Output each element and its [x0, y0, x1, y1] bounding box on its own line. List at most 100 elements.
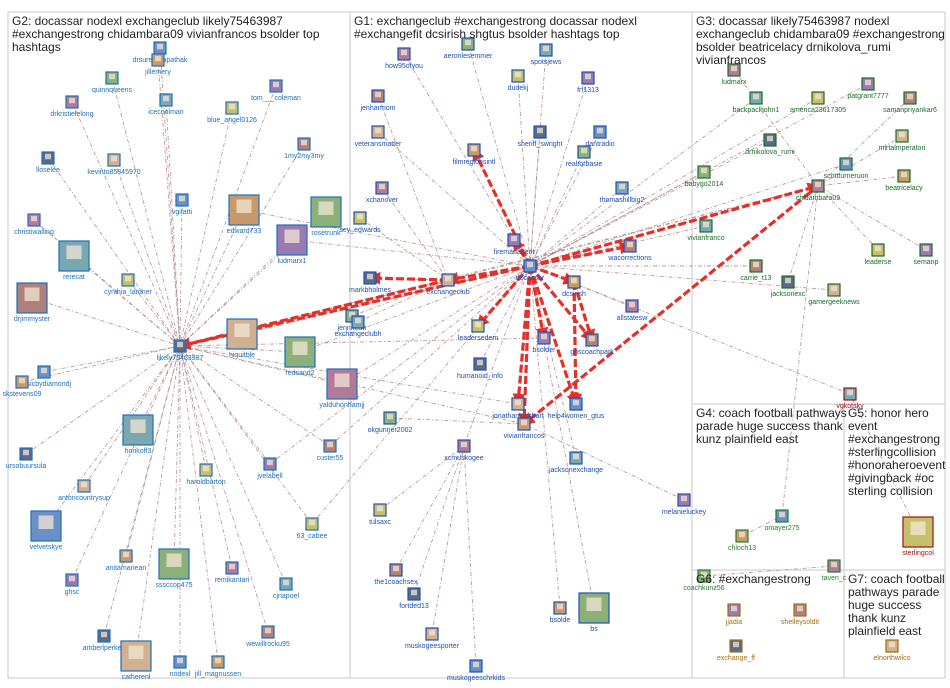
node-carrie-t13[interactable]: carrie_t13	[740, 259, 772, 282]
node-quinnqueens[interactable]: quinnqueens	[92, 71, 133, 94]
node-amberlperke1[interactable]: amberlperke1	[83, 629, 126, 652]
node-redsand2[interactable]: redsand2	[284, 336, 316, 377]
node-likely75463987[interactable]: likely75463987	[157, 339, 204, 362]
node-yalduhonhamjj[interactable]: yalduhonhamjj	[319, 368, 365, 409]
node-christiwalling[interactable]: christiwalling	[14, 213, 54, 236]
node-remikantari[interactable]: remikantari	[215, 561, 250, 584]
node-realtorbasie[interactable]: realtorbasie	[566, 145, 603, 168]
node-america23617305[interactable]: america23617305	[790, 91, 846, 114]
node-wewillrocku95[interactable]: wewillrocku95	[245, 625, 290, 648]
node-fortded13[interactable]: fortded13	[399, 587, 429, 610]
node-jacksonexc[interactable]: jacksonexc	[770, 275, 806, 298]
node-allstatesw[interactable]: allstatesw	[617, 299, 649, 322]
node-jonathanlockhart[interactable]: jonathanlockhart	[491, 397, 544, 420]
node-jjadia[interactable]: jjadia	[725, 603, 742, 626]
node-jvelabell[interactable]: jvelabell	[256, 457, 283, 480]
node-cjnapoel[interactable]: cjnapoel	[273, 577, 300, 600]
node-dantradio[interactable]: dantradio	[585, 125, 615, 148]
node-samanpriyankar6[interactable]: samanpriyankar6	[883, 91, 937, 114]
node-exchangeclubh[interactable]: exchangeclubh	[334, 315, 382, 338]
node-babygo2014[interactable]: babygo2014	[685, 165, 724, 188]
node-markbholmes[interactable]: markbholmes	[349, 271, 392, 294]
node-sssccop475[interactable]: sssccop475	[156, 548, 193, 589]
node-jenharmom[interactable]: jenharmom	[359, 89, 396, 112]
node-bsolder[interactable]: bsolder	[533, 331, 557, 354]
node-vgifatti[interactable]: vgifatti	[172, 193, 193, 216]
node-ludmarx[interactable]: ludmarx	[722, 63, 747, 86]
node-okgunner2002[interactable]: okgunner2002	[368, 411, 413, 434]
node-jill-magnussen[interactable]: jill_magnussen	[194, 655, 241, 678]
node-the1coachsex[interactable]: the1coachsex	[374, 563, 418, 586]
node-antoncountrysup[interactable]: antoncountrysup	[58, 479, 110, 502]
node-exchangeclub[interactable]: exchangeclub	[426, 273, 470, 296]
node-beatricelacy[interactable]: beatricelacy	[885, 169, 923, 192]
node-elnorthwilco[interactable]: elnorthwilco	[874, 639, 911, 662]
node-skstevens09[interactable]: skstevens09	[3, 375, 42, 398]
node-patgrant7777[interactable]: patgrant7777	[847, 77, 889, 100]
node-drnikolova-rumi[interactable]: drnikolova_rumi	[745, 133, 795, 156]
node-rosetrunk[interactable]: rosetrunk	[310, 196, 342, 237]
node-horikoff3[interactable]: horikoff3	[122, 414, 154, 455]
node-bsolde[interactable]: bsolde	[550, 601, 571, 624]
node-drjimmyster[interactable]: drjimmyster	[14, 282, 51, 323]
node-how95ofyou[interactable]: how95ofyou	[385, 47, 423, 70]
node-chloch13[interactable]: chloch13	[728, 529, 756, 552]
node-ludmarx1[interactable]: ludmarx1	[276, 224, 308, 265]
node-mirtalmperatori[interactable]: mirtalmperatori	[879, 129, 926, 152]
node-filmregionsintl[interactable]: filmregionsintl	[453, 143, 496, 166]
node-aeronlesemmer[interactable]: aeronlesemmer	[444, 37, 493, 60]
node-jillemery[interactable]: jillemery	[144, 53, 171, 76]
node-custer55[interactable]: custer55	[317, 439, 344, 462]
node-backpackjohn1[interactable]: backpackjohn1	[733, 91, 780, 114]
node-ghscoachpark[interactable]: ghscoachpark	[570, 333, 614, 356]
node-tulsaxc[interactable]: tulsaxc	[369, 503, 391, 526]
node-xchanover[interactable]: xchanover	[366, 181, 399, 204]
node-ghsc[interactable]: ghsc	[65, 573, 80, 596]
node-help4women-gtus[interactable]: help4women_gtus	[548, 397, 605, 420]
node-haroldbarton[interactable]: haroldbarton	[186, 463, 226, 486]
node-muskogeesporter[interactable]: muskogeesporter	[405, 627, 460, 650]
node-1my2my3my[interactable]: 1my2my3my	[284, 137, 324, 160]
node-anitamariean[interactable]: anitamariean	[106, 549, 147, 572]
node-vgkotsky[interactable]: vgkotsky	[836, 387, 864, 410]
node-vivianfrancos[interactable]: vivianfrancos	[504, 417, 545, 440]
node-ursobuursula[interactable]: ursobuursula	[6, 447, 47, 470]
node-exchange-ff[interactable]: exchange_ff	[717, 639, 755, 662]
node-semanp[interactable]: semanp	[914, 243, 939, 266]
node-spotsjews[interactable]: spotsjews	[531, 43, 562, 66]
node-sey-edwards[interactable]: sey_edwards	[339, 211, 381, 234]
node-jacksonexchange[interactable]: jacksonexchange	[548, 451, 603, 474]
node-leaderse[interactable]: leaderse	[865, 243, 892, 266]
node-blue-angel0126[interactable]: blue_angel0126	[207, 101, 257, 124]
node-bs[interactable]: bs	[578, 592, 610, 633]
node-coachkunz56[interactable]: coachkunz56	[683, 569, 725, 592]
node-xcmuskogee[interactable]: xcmuskogee	[444, 439, 484, 462]
node-drkristielelong[interactable]: drkristielelong	[50, 95, 94, 118]
node-wacorrections[interactable]: wacorrections	[607, 239, 652, 262]
node-vivianfranco[interactable]: vivianfranco	[687, 219, 725, 242]
node-humanoid-info[interactable]: humanoid_info	[457, 357, 503, 380]
node-nodexl[interactable]: nodexl	[170, 655, 191, 678]
node-63-cabee[interactable]: 63_cabee	[297, 517, 328, 540]
node-frf1313[interactable]: frf1313	[577, 71, 599, 94]
node-chidambara09[interactable]: chidambara09	[796, 179, 840, 202]
node-rerecat[interactable]: rerecat	[58, 240, 90, 281]
node-cynthia-lardner[interactable]: cynthia_lardner	[104, 273, 153, 296]
node-firemanagent[interactable]: firemanagent	[494, 233, 535, 256]
node-melanieluckey[interactable]: melanieluckey	[662, 493, 707, 516]
node-sterlingcol[interactable]: sterlingcol	[902, 516, 934, 557]
node-sheriff-swright[interactable]: sheriff_swright	[517, 125, 563, 148]
node-icecoolman[interactable]: icecoolman	[148, 93, 184, 116]
node-dcsirish[interactable]: dcsirish	[562, 275, 586, 298]
node-lloselee[interactable]: lloselee	[36, 151, 60, 174]
node-gamergeeknews[interactable]: gamergeeknews	[808, 283, 860, 306]
node-omayer275[interactable]: omayer275	[764, 509, 800, 532]
node-musicbydiamondj[interactable]: musicbydiamondj	[17, 365, 72, 388]
node-scottturneruon[interactable]: scottturneruon	[824, 157, 869, 180]
node-hiquitble[interactable]: hiquitble	[226, 318, 258, 359]
node-taven-c[interactable]: taven_c	[822, 559, 847, 582]
node-tom---coleman[interactable]: tom___coleman	[251, 79, 301, 102]
node-veteransmatter[interactable]: veteransmatter	[355, 125, 402, 148]
node-muskogeeschrkids[interactable]: muskogeeschrkids	[447, 659, 505, 682]
node-shelleysoldit[interactable]: shelleysoldit	[781, 603, 819, 626]
